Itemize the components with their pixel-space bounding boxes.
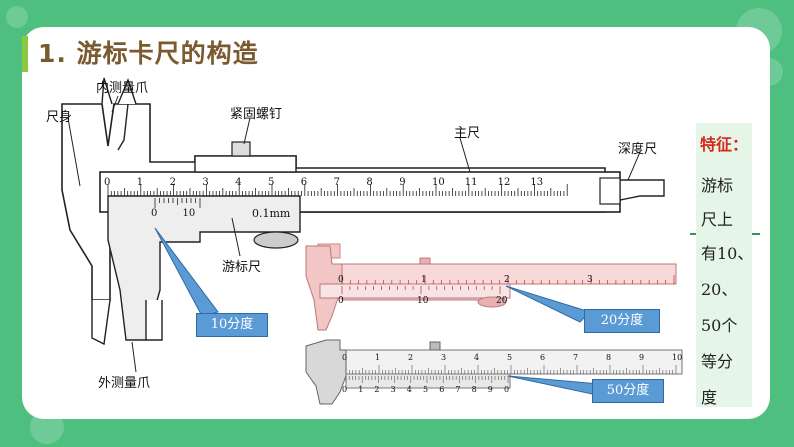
scale-number: 8	[606, 353, 612, 362]
label-outer-jaws: 外测量爪	[98, 376, 151, 391]
feature-line: 尺上	[701, 210, 734, 229]
scale-number: 1	[375, 353, 381, 362]
label-vernier: 游标尺	[222, 260, 262, 275]
callout-pointer-50	[507, 375, 601, 395]
scale-number: 0	[342, 353, 348, 362]
scale-number: 7	[333, 177, 340, 188]
feature-box	[696, 123, 752, 407]
scale-number: 13	[530, 177, 544, 188]
outer-jaw-left	[91, 299, 111, 346]
scale-number: 0	[504, 385, 510, 394]
page-title: 1. 游标卡尺的构造	[38, 39, 259, 68]
label-depth-rod: 深度尺	[618, 142, 658, 157]
scale-number: 10	[417, 296, 429, 306]
label-body: 尺身	[46, 110, 73, 125]
scale-number: 8	[471, 385, 477, 394]
scale-number: 10	[672, 353, 683, 362]
scale-number: 5	[423, 385, 429, 394]
feature-title: 特征：	[700, 135, 749, 154]
thumb-wheel	[253, 231, 299, 249]
scale-number: 1	[136, 177, 144, 188]
feature-line: 等分	[701, 352, 734, 371]
scale-number: 0	[338, 296, 344, 306]
scale-number: 4	[235, 177, 242, 188]
scale-number: 3	[202, 177, 209, 188]
scale-number: 8	[366, 177, 373, 188]
scale-number: 2	[374, 385, 380, 394]
scale-number: 0	[151, 208, 158, 219]
label-main-scale: 主尺	[454, 126, 481, 141]
inner-jaw-left	[101, 77, 113, 105]
scale-number: 7	[573, 353, 579, 362]
inner-jaw-right	[117, 103, 129, 151]
scale-number: 0	[342, 385, 348, 394]
title-accent-bar	[22, 36, 28, 72]
scale-number: 6	[300, 177, 308, 188]
scale-number: 9	[639, 353, 645, 362]
callout-10-division: 10分度	[196, 313, 268, 337]
scale-number: 4	[474, 353, 480, 362]
scale-number: 12	[497, 177, 511, 188]
scale-number: 10	[432, 177, 445, 188]
screw-icon	[231, 141, 251, 157]
outer-jaw-right	[145, 300, 163, 341]
feature-line: 度	[701, 388, 718, 407]
scale-number: 4	[406, 385, 412, 394]
scale-number: 6	[540, 353, 546, 362]
label-screw: 紧固螺钉	[230, 107, 283, 122]
feature-line: 20、	[701, 280, 738, 299]
scale-number: 2	[408, 353, 414, 362]
scale-number: 5	[507, 353, 513, 362]
decor-bubble	[6, 6, 28, 28]
scale-number: 1	[358, 385, 364, 394]
scale-number: 3	[390, 385, 396, 394]
scale-number: 9	[487, 385, 493, 394]
callout-50-division: 50分度	[592, 379, 664, 403]
label-inner-jaws: 内测量爪	[96, 81, 149, 96]
scale-number: 7	[455, 385, 461, 394]
scale-number: 0	[338, 275, 344, 285]
scale-number: 2	[504, 275, 510, 285]
scale-number: 3	[441, 353, 447, 362]
callout-20-division: 20分度	[584, 309, 660, 333]
scale-number: 5	[268, 177, 275, 188]
scale-number: 10	[182, 208, 196, 219]
scale-number: 1	[421, 275, 427, 285]
scale-number: 11	[464, 177, 478, 188]
scale-number: 2	[169, 177, 176, 188]
scale-number: 20	[496, 296, 508, 306]
feature-line: 游标	[701, 176, 734, 195]
scale-number: 6	[439, 385, 445, 394]
scale-number: 9	[399, 177, 406, 188]
label-precision: 0.1mm	[252, 207, 291, 220]
scale-number: 3	[587, 275, 593, 285]
scale-number: 0	[104, 177, 111, 188]
feature-line: 50个	[701, 316, 738, 335]
feature-line: 有10、	[701, 244, 754, 263]
